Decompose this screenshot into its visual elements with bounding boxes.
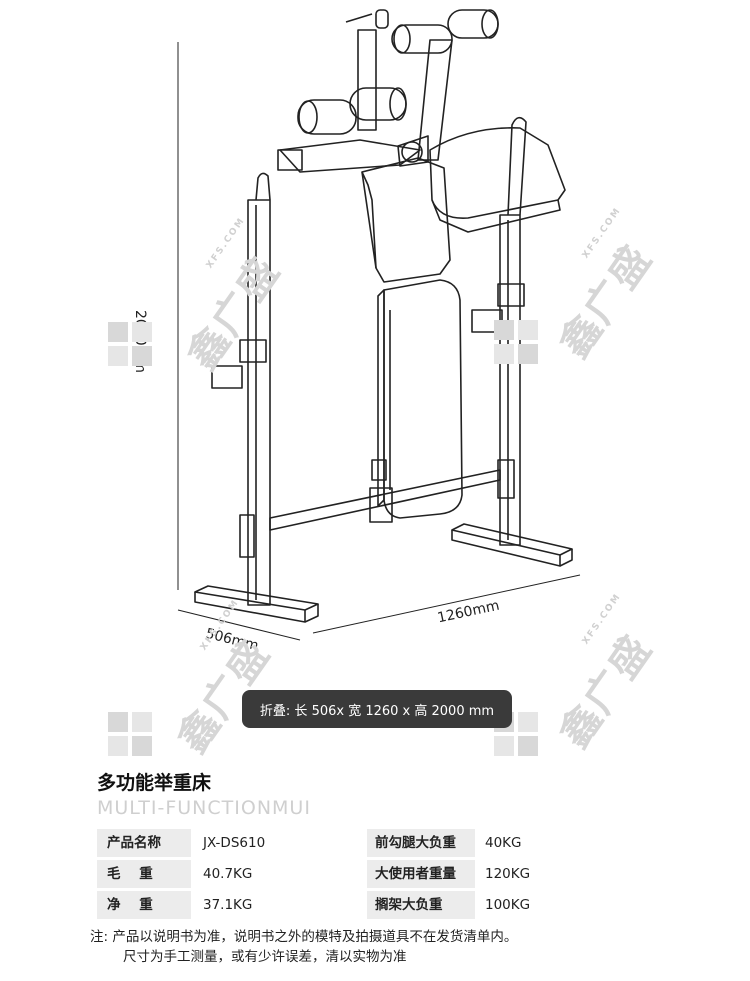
- product-subtitle: MULTI-FUNCTIONMUI: [97, 797, 311, 819]
- watermark-logo-icon: [108, 712, 152, 756]
- note-line: 尺寸为手工测量，或有少许误差，清以实物为准: [123, 949, 407, 965]
- spec-table: 产品名称 JX-DS610 前勾腿大负重 40KG 毛 重 40.7KG 大使用…: [97, 829, 653, 922]
- watermark-logo-icon: [494, 712, 538, 756]
- product-title: 多功能举重床: [97, 772, 212, 794]
- spec-label: 搁架大负重: [367, 891, 475, 919]
- spec-value: 120KG: [485, 866, 531, 882]
- bench-line-drawing: [177, 9, 581, 641]
- spec-value: JX-DS610: [203, 835, 266, 851]
- spec-label: 产品名称: [97, 829, 191, 857]
- spec-label: 毛 重: [97, 860, 191, 888]
- spec-value: 37.1KG: [203, 897, 253, 913]
- spec-label: 大使用者重量: [367, 860, 475, 888]
- spec-value: 40.7KG: [203, 866, 253, 882]
- table-row: 净 重 37.1KG 搁架大负重 100KG: [97, 891, 653, 919]
- spec-value: 100KG: [485, 897, 531, 913]
- watermark-logo-icon: [108, 322, 152, 366]
- note-line: 注: 产品以说明书为准，说明书之外的模特及拍摄道具不在发货清单内。: [90, 929, 518, 945]
- spec-value: 40KG: [485, 835, 522, 851]
- table-row: 毛 重 40.7KG 大使用者重量 120KG: [97, 860, 653, 888]
- spec-label: 前勾腿大负重: [367, 829, 475, 857]
- folded-size-banner: 折叠: 长 506x 宽 1260 x 高 2000 mm: [242, 690, 512, 728]
- watermark-logo-icon: [494, 320, 538, 364]
- table-row: 产品名称 JX-DS610 前勾腿大负重 40KG: [97, 829, 653, 857]
- spec-label: 净 重: [97, 891, 191, 919]
- disclaimer-note: 注: 产品以说明书为准，说明书之外的模特及拍摄道具不在发货清单内。 尺寸为手工测…: [90, 927, 517, 967]
